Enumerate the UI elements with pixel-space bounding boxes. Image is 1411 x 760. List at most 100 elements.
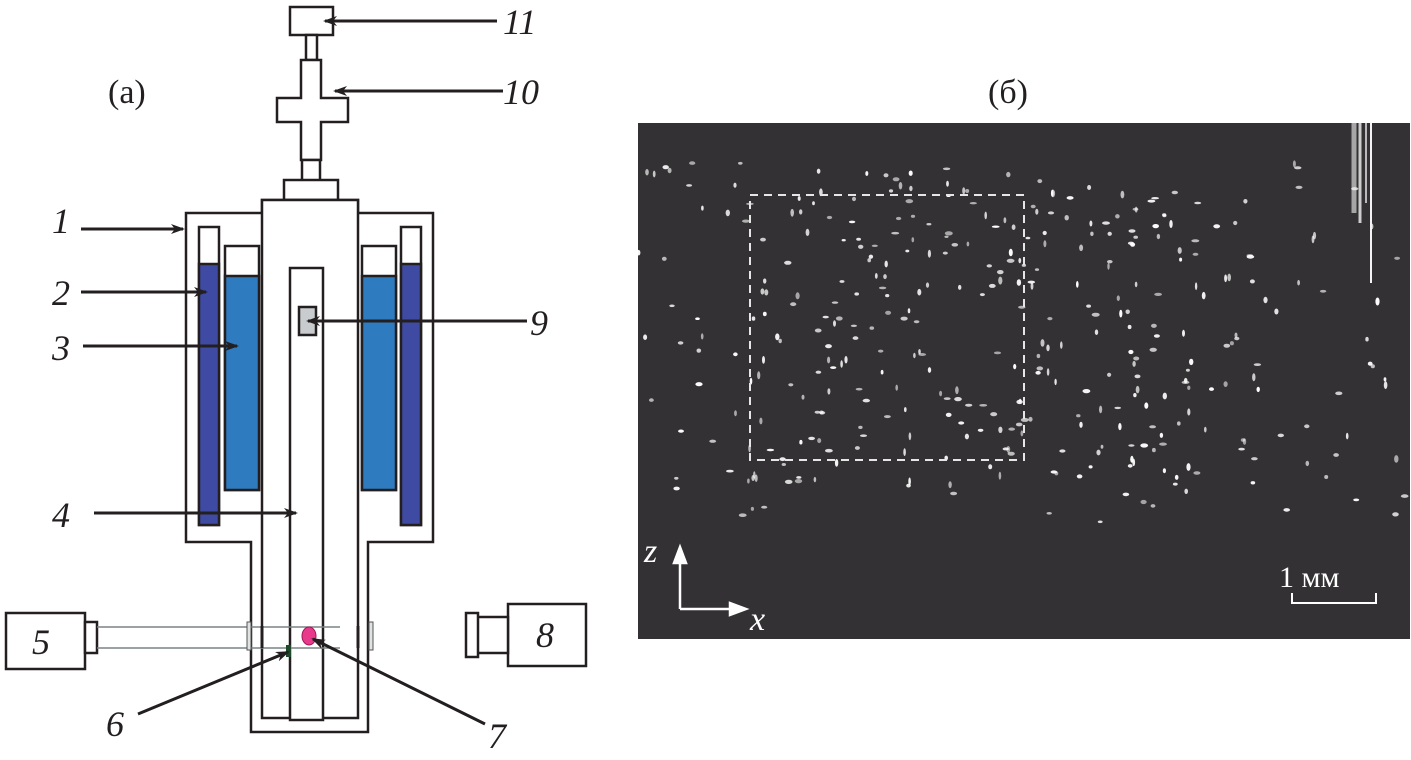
particle [1107,260,1113,264]
callout-7: 7 [488,716,506,756]
component-8-camera [506,602,588,668]
particle [1227,273,1231,282]
particle [1091,312,1100,317]
particle [1294,166,1302,170]
particle-field [638,123,1409,617]
particle [1107,372,1112,377]
particle [918,353,927,356]
particle [986,264,992,268]
callout-9: 9 [530,303,548,343]
particle [1251,457,1258,461]
particle [1140,443,1149,448]
particle [799,439,803,445]
particle [878,286,887,290]
particle [942,167,951,171]
particle [885,310,892,315]
particle [1016,279,1022,286]
particle [993,351,1002,355]
particle [760,237,766,242]
particle [790,302,797,307]
particle [1238,447,1245,451]
particle [1076,281,1079,288]
particle [826,215,833,220]
particle [733,352,738,357]
particle [855,387,863,391]
particle [797,196,801,201]
particle [812,201,815,206]
particle [696,348,702,353]
arrow-7 [311,637,486,726]
particle [1263,296,1268,304]
particle [1224,274,1228,283]
particle [784,260,792,265]
component-2-coolant-right [399,262,423,527]
particle [964,433,969,440]
particle [878,349,884,353]
particle [998,471,1002,480]
particle [1151,323,1157,328]
particle [1047,211,1055,215]
particle [1333,453,1339,457]
callout-1: 1 [52,201,70,241]
particle [1115,214,1120,219]
particle [966,241,970,247]
particle [1128,229,1136,233]
particle [910,214,916,218]
particle [891,231,900,235]
particle [1008,427,1015,431]
particle [1127,324,1132,330]
particle [738,161,743,165]
particle [1036,366,1044,371]
particle [790,208,794,217]
particle [997,270,1004,275]
particle [1046,344,1050,352]
particle [1015,422,1023,427]
particle [1297,279,1300,286]
particle [817,438,822,444]
particle [1201,291,1206,300]
particle [1040,339,1045,347]
particle [1133,235,1138,239]
particle [1132,207,1139,211]
particle [927,367,932,373]
particle [1042,230,1047,236]
particle [1213,224,1221,229]
particle [1159,442,1167,446]
particle [965,189,970,193]
particle [1099,405,1103,414]
component-2-coolant-left [197,262,221,527]
particle [854,446,860,450]
particle [796,476,802,479]
particle [726,469,734,473]
particle [1096,449,1101,456]
particle [808,436,815,441]
particle [958,421,965,425]
particle [839,280,845,283]
particle [645,169,649,176]
particle [827,356,831,364]
particle [834,459,839,467]
particle [695,382,703,387]
component-5-laser [4,611,87,671]
particle [1204,426,1207,433]
particle [1089,220,1093,227]
particle [814,410,821,414]
particle [1097,520,1103,524]
particle [852,196,856,202]
particle [990,412,998,417]
particle [825,344,832,349]
particle [883,173,889,178]
particle [1006,171,1011,178]
particle [1046,512,1052,515]
particle [850,324,857,327]
callout-8: 8 [536,615,554,655]
x-axis-label: x [750,601,766,638]
particle [762,356,765,364]
particle [854,292,859,296]
particle [1064,215,1069,221]
particle [998,426,1003,433]
particle [1149,425,1156,429]
particle [984,211,987,220]
particle [1182,329,1185,337]
particle [1172,482,1178,486]
